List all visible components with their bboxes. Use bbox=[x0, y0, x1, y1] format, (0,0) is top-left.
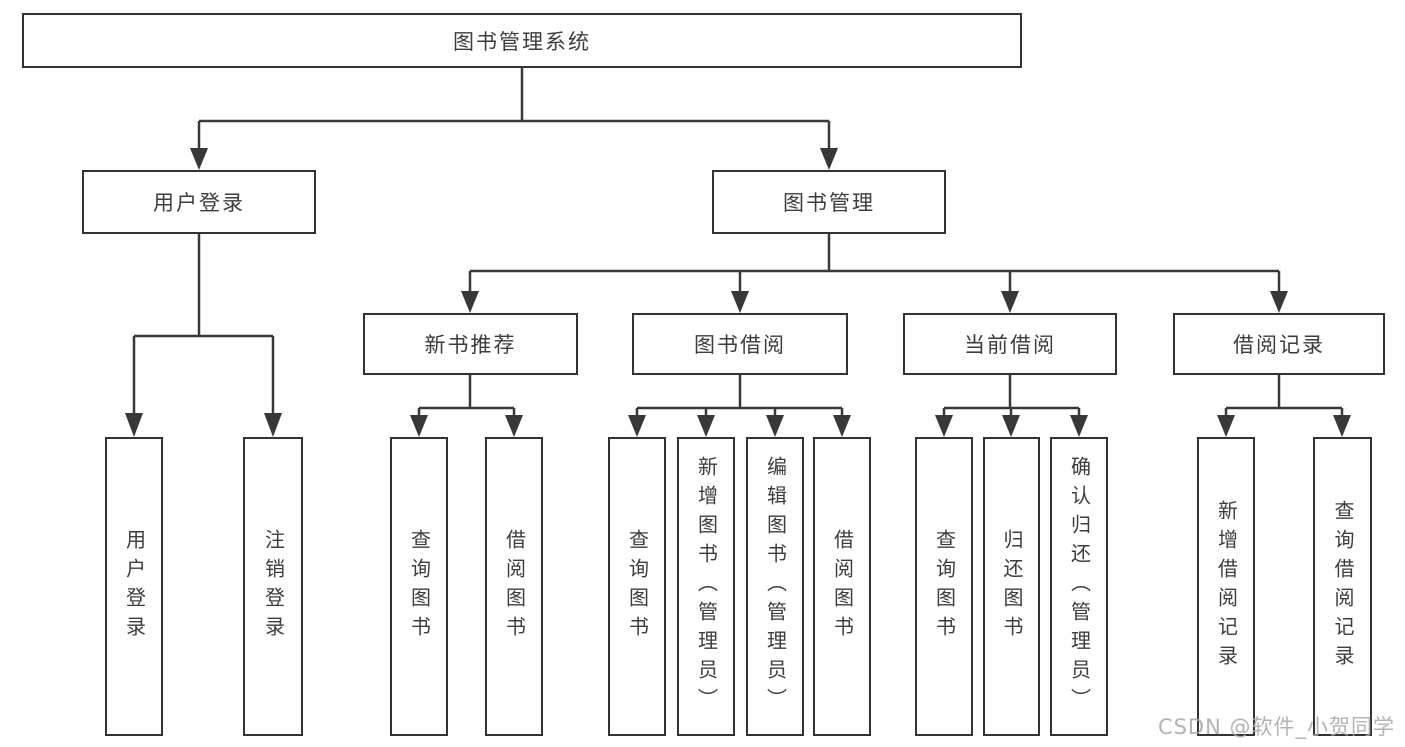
connector-new-book-recommend-to-leaves bbox=[410, 375, 523, 437]
leaf-user-login-label: 用户登录 bbox=[122, 528, 147, 645]
leaf-records-add-record-label: 新增借阅记录 bbox=[1214, 499, 1239, 674]
node-borrow-records-label: 借阅记录 bbox=[1233, 333, 1325, 357]
leaf-current-query-books: 查询图书 bbox=[915, 437, 973, 736]
leaf-records-add-record: 新增借阅记录 bbox=[1197, 437, 1255, 736]
leaf-current-query-books-label: 查询图书 bbox=[932, 528, 957, 645]
leaf-current-confirm-return-admin-label: 确认归还（管理员） bbox=[1067, 456, 1092, 717]
node-current-borrow-label: 当前借阅 bbox=[964, 333, 1056, 357]
connector-user-login-to-leaves bbox=[125, 234, 282, 437]
node-user-login-label: 用户登录 bbox=[153, 191, 245, 215]
leaf-recommend-borrow-books: 借阅图书 bbox=[485, 437, 543, 736]
connector-root-to-level2 bbox=[190, 68, 838, 170]
leaf-logout: 注销登录 bbox=[243, 437, 303, 736]
connector-book-management-to-level3 bbox=[461, 234, 1288, 313]
leaf-current-return-books-label: 归还图书 bbox=[1000, 528, 1024, 645]
node-root-label: 图书管理系统 bbox=[453, 29, 591, 54]
leaf-logout-label: 注销登录 bbox=[261, 528, 286, 645]
leaf-borrow-query-books-label: 查询图书 bbox=[625, 528, 650, 645]
leaf-borrow-add-books-admin-label: 新增图书（管理员） bbox=[694, 456, 719, 717]
node-new-book-recommend: 新书推荐 bbox=[363, 313, 578, 375]
connector-borrow-records-to-leaves bbox=[1217, 375, 1351, 437]
leaf-borrow-add-books-admin: 新增图书（管理员） bbox=[677, 437, 735, 736]
node-root: 图书管理系统 bbox=[22, 13, 1022, 68]
node-book-management: 图书管理 bbox=[712, 170, 946, 234]
leaf-borrow-edit-books-admin-label: 编辑图书（管理员） bbox=[763, 456, 788, 717]
leaf-user-login: 用户登录 bbox=[105, 437, 163, 736]
node-book-borrow-label: 图书借阅 bbox=[694, 333, 786, 357]
connector-book-borrow-to-leaves bbox=[628, 375, 851, 437]
leaf-records-query-record-label: 查询借阅记录 bbox=[1331, 499, 1355, 674]
node-book-borrow: 图书借阅 bbox=[632, 313, 848, 375]
leaf-borrow-borrow-books: 借阅图书 bbox=[813, 437, 871, 736]
leaf-borrow-edit-books-admin: 编辑图书（管理员） bbox=[746, 437, 804, 736]
leaf-recommend-borrow-books-label: 借阅图书 bbox=[502, 528, 527, 645]
leaf-current-return-books: 归还图书 bbox=[983, 437, 1040, 736]
leaf-recommend-query-books-label: 查询图书 bbox=[407, 528, 432, 645]
node-book-management-label: 图书管理 bbox=[783, 191, 875, 215]
leaf-records-query-record: 查询借阅记录 bbox=[1313, 437, 1372, 736]
leaf-borrow-query-books: 查询图书 bbox=[608, 437, 666, 736]
node-user-login: 用户登录 bbox=[82, 170, 316, 234]
node-borrow-records: 借阅记录 bbox=[1173, 313, 1385, 375]
leaf-recommend-query-books: 查询图书 bbox=[390, 437, 448, 736]
connector-current-borrow-to-leaves bbox=[935, 375, 1088, 437]
node-current-borrow: 当前借阅 bbox=[903, 313, 1117, 375]
csdn-watermark: CSDN @软件_小贺同学 bbox=[1157, 715, 1395, 739]
leaf-current-confirm-return-admin: 确认归还（管理员） bbox=[1050, 437, 1108, 736]
leaf-borrow-borrow-books-label: 借阅图书 bbox=[830, 528, 855, 645]
node-new-book-recommend-label: 新书推荐 bbox=[424, 333, 517, 357]
